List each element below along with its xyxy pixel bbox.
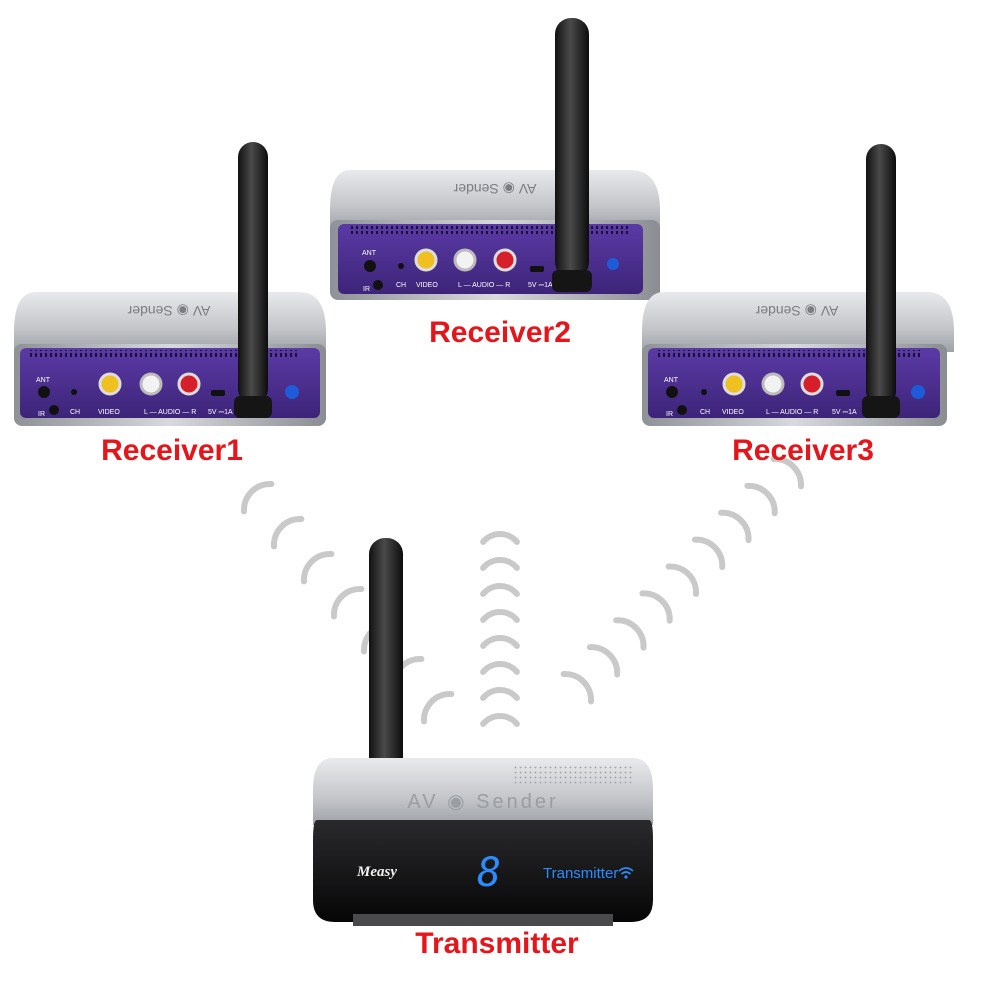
transmitter-front-text: Transmitter [543,865,618,882]
brand-logo: Measy [356,864,397,880]
ir-port [49,405,59,415]
audio-left-jack [139,372,163,396]
wave-arc-center [480,634,520,649]
audio-left-jack [761,372,785,396]
wave-arc-right [586,644,621,678]
wave-arc-center [480,608,520,623]
ant-label: ANT [362,250,377,257]
transmitter-front-panel [313,820,653,922]
ir-label: IR [666,411,673,418]
video-label: VIDEO [416,282,438,289]
power-button [911,385,925,399]
antenna [369,538,403,778]
wave-arc-center [480,660,520,675]
power-label: 5V ⎓1A [528,282,553,289]
wave-arc-right [613,617,647,651]
wave-arc-right [691,536,726,570]
power-button [285,385,299,399]
receiver3-label: Receiver3 [732,434,874,467]
receiver-top-text: AV ◉ Sender [755,303,838,319]
audio-label: L — AUDIO — R [766,409,818,416]
antenna [866,144,896,406]
receiver-device-2: AV ◉ Sender ANT IR CH VIDEO L — AUDIO — … [330,18,660,300]
ch-button [71,389,77,395]
ant-port [364,260,376,272]
receiver-vents [30,350,300,358]
transmitter-device: AV ◉ Sender Measy 8 Transmitter [313,538,653,926]
ch-button [701,389,707,395]
ant-port [666,386,678,398]
receiver-device-3: AV ◉ Sender ANT IR CH VIDEO L — AUDIO — … [642,144,954,426]
audio-right-jack [177,372,201,396]
wave-arc-center [480,686,520,701]
usb-power-port [211,390,225,396]
wave-arc-right [770,455,805,490]
wave-arc-left [240,480,275,515]
wave-arc-left [330,585,365,620]
ch-label: CH [700,409,710,416]
antenna-base [552,270,592,292]
transmitter-base [353,914,613,926]
antenna-base [862,396,900,418]
wave-arc-center [480,712,520,727]
wave-arc-center [480,556,520,571]
wave-arc-left [300,550,335,585]
wave-arc-right [639,590,673,624]
wave-arc-right [560,670,595,705]
power-button [607,258,619,270]
ch-label: CH [70,409,80,416]
audio-left-jack [453,248,477,272]
antenna [238,142,268,404]
receiver-top-shell [642,292,954,352]
audio-label: L — AUDIO — R [458,282,510,289]
wave-arc-center [480,582,520,597]
wave-arc-right [665,563,700,597]
wave-arc-right [744,482,778,517]
receiver-top-text: AV ◉ Sender [127,303,210,319]
usb-power-port [530,266,544,272]
wave-arc-center [480,530,520,545]
receiver-front-panel [20,348,320,418]
audio-right-jack [800,372,824,396]
video-label: VIDEO [722,409,744,416]
video-label: VIDEO [98,409,120,416]
receiver1-label: Receiver1 [101,434,243,467]
video-jack [722,372,746,396]
wave-arc-right [718,509,752,544]
audio-right-jack [493,248,517,272]
receiver-device-1: AV ◉ Sender ANT IR CH VIDEO L — AUDIO — … [14,142,326,426]
receiver-vents [348,226,628,234]
transmitter-vent-dots [513,764,633,784]
wifi-icon [618,867,634,879]
ir-label: IR [363,286,370,293]
power-label: 5V ⎓1A [832,409,857,416]
receiver-top-text: AV ◉ Sender [453,181,536,197]
channel-display: 8 [477,850,501,896]
ir-port [373,280,383,290]
video-jack [98,372,122,396]
power-label: 5V ⎓1A [208,409,233,416]
ch-label: CH [396,282,406,289]
wave-arc-left [420,690,455,725]
audio-label: L — AUDIO — R [144,409,196,416]
receiver-vents [658,350,920,358]
receiver2-label: Receiver2 [429,316,571,349]
antenna [555,18,589,278]
wave-arc-left [270,515,305,550]
transmitter-top-text: AV ◉ Sender [407,791,558,813]
transmitter-label: Transmitter [415,927,579,960]
ir-label: IR [38,411,45,418]
ant-label: ANT [664,377,679,384]
receiver-top-shell [14,292,326,352]
usb-power-port [836,390,850,396]
ant-port [38,386,50,398]
video-jack [414,248,438,272]
ch-button [398,263,404,269]
ant-label: ANT [36,377,51,384]
wireless-waves [240,455,805,727]
antenna-base [234,396,272,418]
ir-port [677,405,687,415]
